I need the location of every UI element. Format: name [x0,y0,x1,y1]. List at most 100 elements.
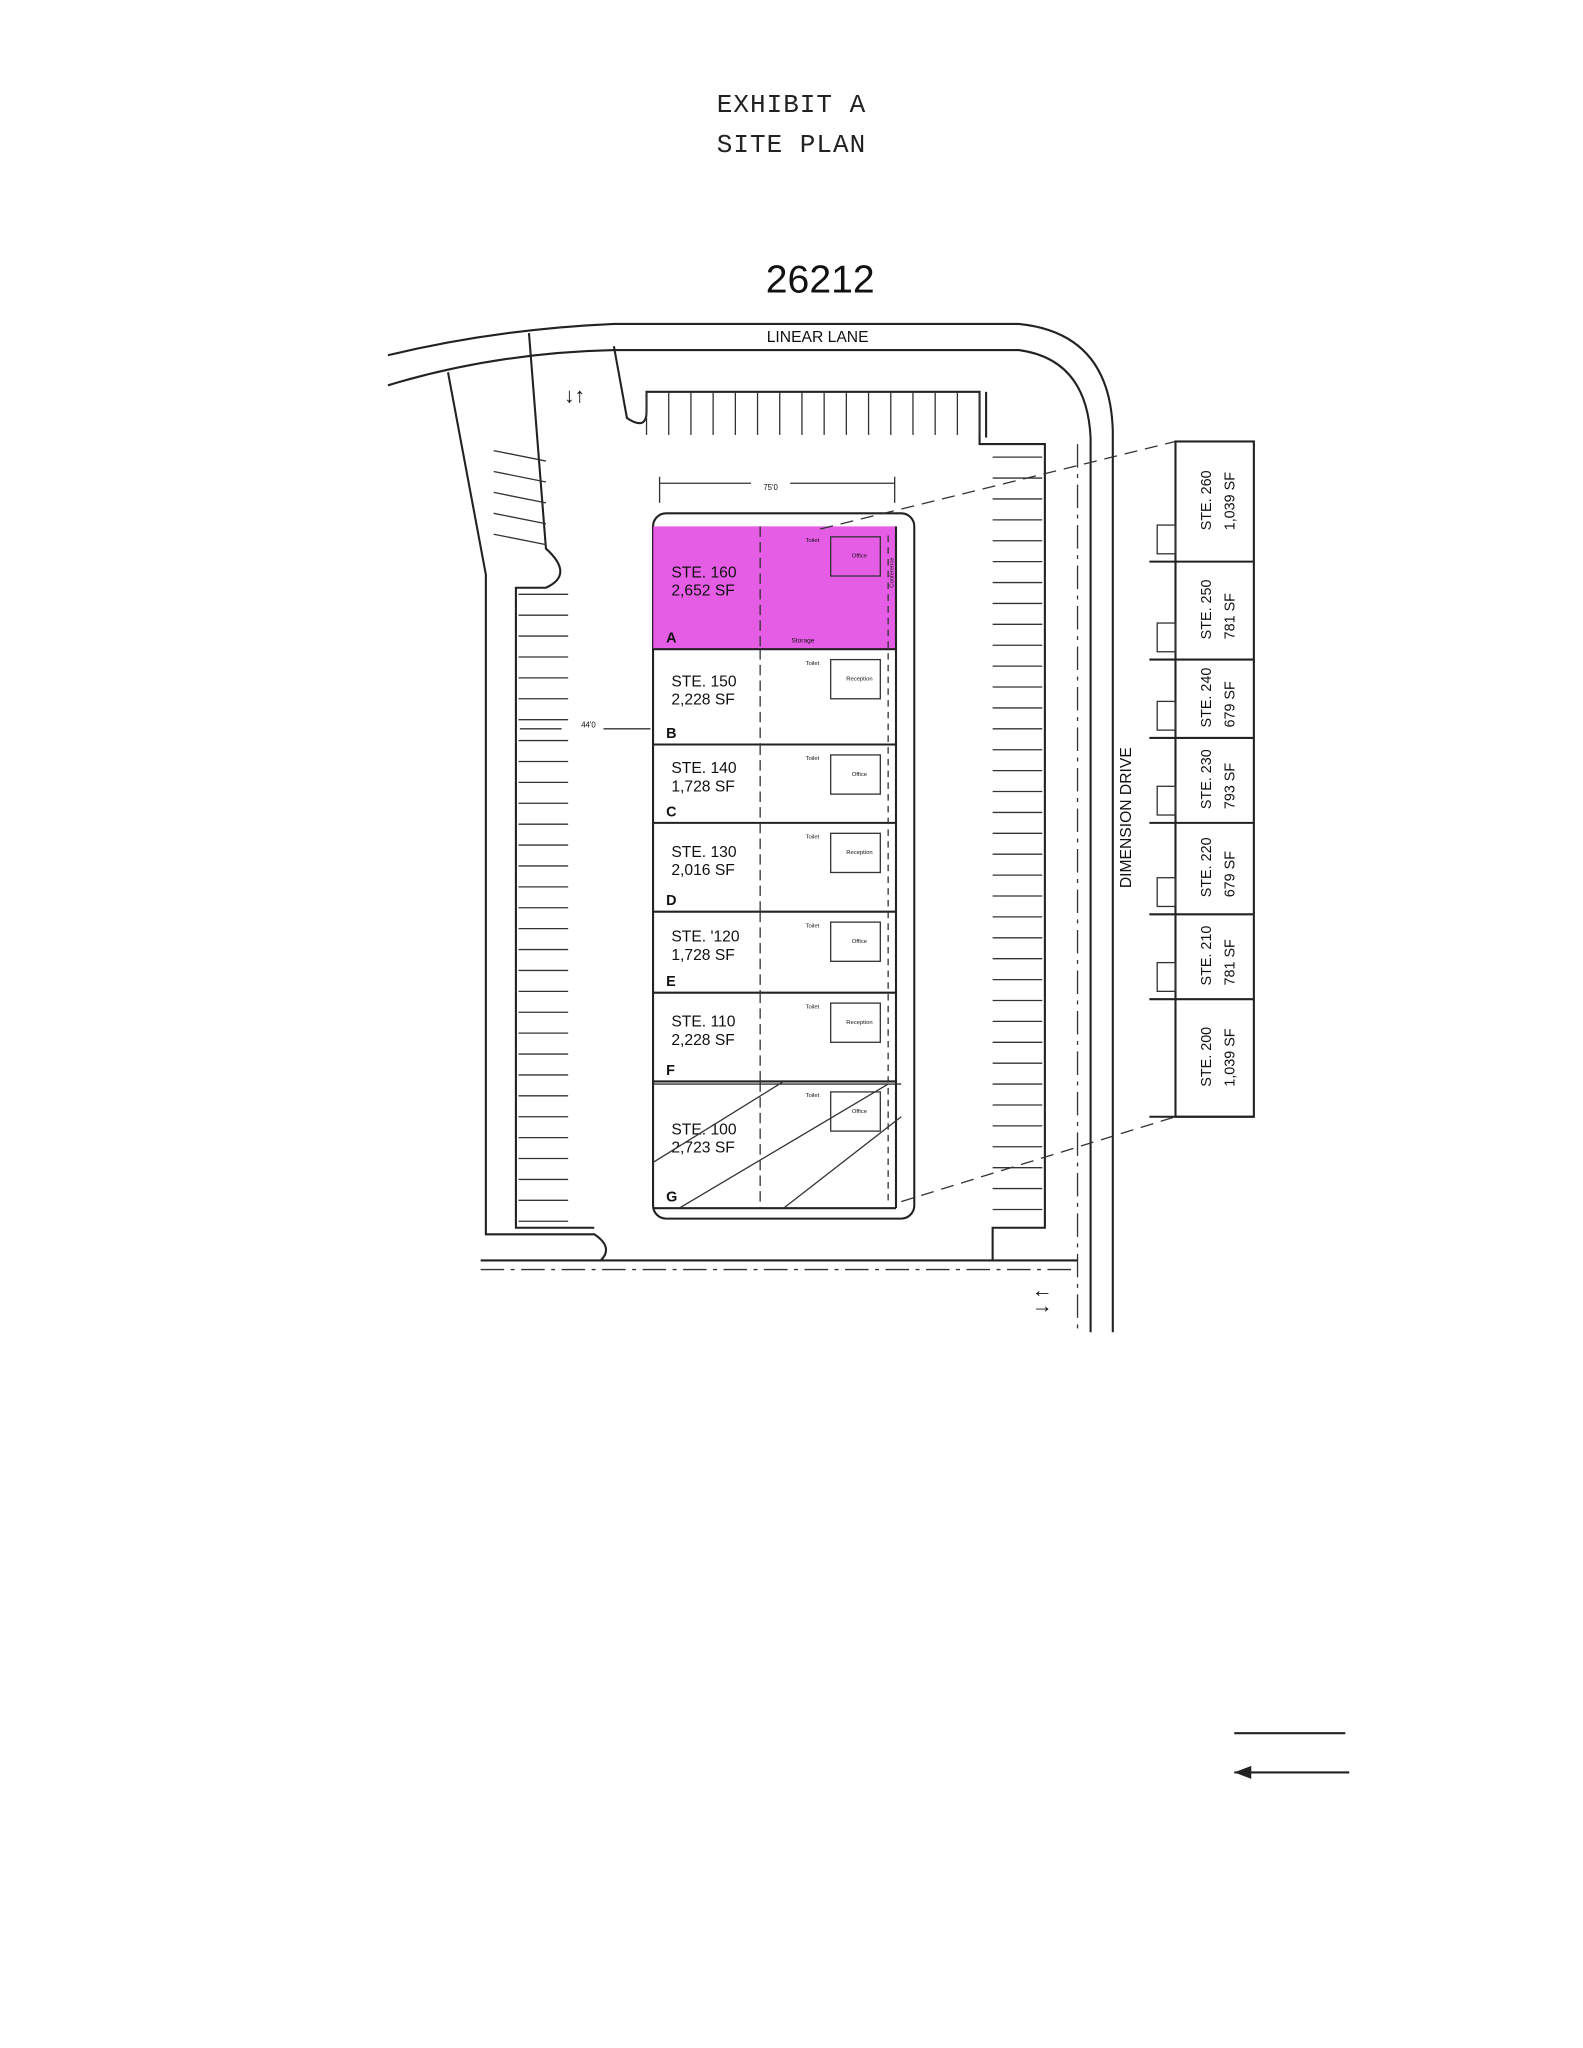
stair-icon [1156,961,1177,993]
room-label: Toilet [806,1004,820,1010]
room-label: Office [852,772,867,778]
hatch-lines [652,1080,902,1209]
suite-number: STE. 240 [1199,668,1215,728]
suite-260[interactable]: STE. 260 1,039 SF [1149,470,1254,563]
suite-area: 1,039 SF [1222,1028,1238,1087]
suite-area: 679 SF [1222,851,1238,898]
suite-250[interactable]: STE. 250 781 SF [1149,579,1254,661]
bay-letter: A [666,631,676,647]
room-outline [830,921,881,962]
svg-text:→: → [1032,1295,1053,1318]
suite-number: STE. 160 [671,564,737,581]
street-linear-lane: LINEAR LANE [767,329,869,346]
parking-stall-line [493,449,547,462]
room-label: Reception [846,850,872,856]
room-label: Reception [846,676,872,682]
suite-number: STE. 200 [1199,1027,1215,1087]
room-label: Reception [846,1020,872,1026]
stair-icon [1156,877,1177,908]
suite-area: 679 SF [1222,681,1238,728]
bay-letter: D [666,893,676,909]
room-label: Toilet [806,661,820,667]
exhibit-title: EXHIBIT A [716,90,867,120]
room-label: Toilet [806,1093,820,1099]
suite-area: 1,728 SF [671,779,735,796]
parking-stall-line [493,491,547,504]
suite-number: STE. 260 [1199,470,1215,530]
building-number: 26212 [766,259,875,302]
room-label: Office [852,939,867,945]
suite-number: STE. '120 [671,929,740,946]
suite-210[interactable]: STE. 210 781 SF [1149,926,1254,1001]
room-label-conference: Conference [889,557,895,587]
road-outline [387,322,1114,1333]
site-plan-title: SITE PLAN [716,130,867,160]
room-label: Toilet [806,756,820,762]
dimension-drive: 44'0 [581,721,596,730]
room-label: Toilet [806,923,820,929]
north-arrow-icon [1234,1732,1350,1779]
suite-number: STE. 210 [1199,926,1215,986]
bay-letter: B [666,726,676,742]
parking-stall-line [493,470,547,483]
bay-letter: C [666,804,676,820]
suite-200[interactable]: STE. 200 1,039 SF [1149,1027,1254,1118]
bay-letter: F [666,1063,675,1079]
room-outline [830,1091,881,1132]
suite-number: STE. 220 [1199,837,1215,897]
stair-icon [1156,700,1177,731]
suite-220[interactable]: STE. 220 679 SF [1149,837,1254,916]
parking-stall-line [493,533,547,546]
svg-text:↓↑: ↓↑ [564,384,585,407]
suite-number: STE. 230 [1199,749,1215,809]
stair-icon [1156,622,1177,653]
suite-230[interactable]: STE. 230 793 SF [1149,749,1254,824]
stair-icon [1156,785,1177,816]
suite-number: STE. 110 [671,1014,735,1031]
suite-area: 1,039 SF [1222,472,1238,531]
room-outline [830,1002,881,1043]
suite-area: 1,728 SF [671,947,735,964]
room-label-storage: Storage [792,638,815,645]
street-dimension-drive: DIMENSION DRIVE [1118,747,1135,888]
room-label: Toilet [806,538,820,544]
suite-area: 781 SF [1222,593,1238,640]
room-outline [830,658,881,700]
bay-letter: E [666,974,676,990]
suite-area: 2,016 SF [671,862,735,879]
suite-area: 2,228 SF [671,1032,735,1049]
suite-highlight [653,526,896,650]
dimension-width: 75'0 [763,483,778,492]
suite-number: STE. 130 [671,844,737,861]
suite-number: STE. 150 [671,673,737,690]
room-label: Toilet [806,835,820,841]
suite-240[interactable]: STE. 240 679 SF [1149,668,1254,740]
entry-arrows: ↓↑ ← → [564,384,1052,1317]
suite-area: 2,652 SF [671,583,735,600]
suite-number: STE. 140 [671,760,737,777]
suite-number: STE. 100 [671,1121,737,1138]
room-outline [830,832,881,874]
room-outline [830,754,881,795]
parking-stall-line [493,512,547,525]
suite-area: 2,228 SF [671,692,735,709]
suite-area: 793 SF [1222,763,1238,810]
room-label: Office [852,1109,867,1115]
parking-stalls [493,391,1043,1222]
svg-text:←: ← [1032,1279,1053,1302]
room-label: Office [852,554,867,560]
suite-number: STE. 250 [1199,579,1215,639]
main-building-outline [652,512,916,1220]
suite-area: 2,723 SF [671,1140,735,1157]
suite-area: 781 SF [1222,939,1238,986]
stair-icon [1156,524,1177,555]
room-outline [830,536,881,577]
